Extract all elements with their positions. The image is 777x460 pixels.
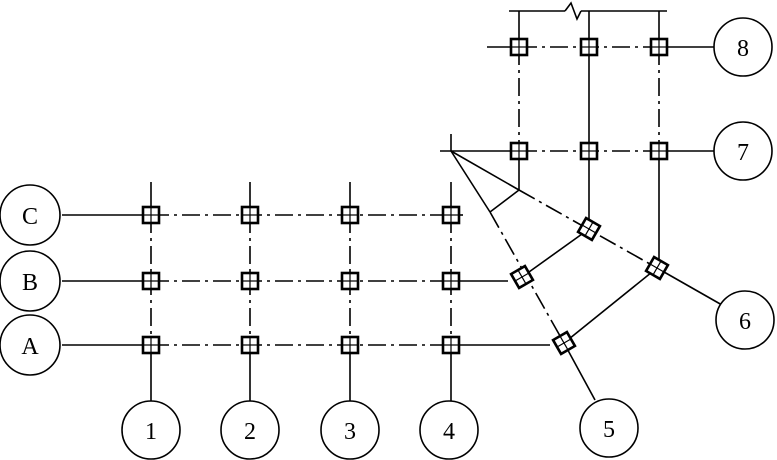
break-symbol	[564, 1, 582, 21]
axis-bubble-4: 4	[419, 400, 479, 460]
axis-label-1: 1	[145, 419, 157, 445]
column-a4	[441, 335, 461, 355]
axis-bubble-8: 8	[713, 17, 773, 77]
column-c4	[441, 205, 461, 225]
axis-bubble-5: 5	[579, 398, 639, 458]
column-8-mid	[579, 37, 599, 57]
axis-bubble-c: C	[0, 184, 61, 246]
column-b3	[340, 271, 360, 291]
axis-bubble-7: 7	[713, 121, 773, 181]
axis-bubble-a: A	[0, 314, 61, 376]
column-7-left	[509, 141, 529, 161]
column-6-a	[644, 255, 670, 281]
radial-line-6a	[450, 150, 520, 191]
axis-bubble-b: B	[0, 250, 61, 312]
column-c3	[340, 205, 360, 225]
column-a3	[340, 335, 360, 355]
radial-line-6-end	[656, 267, 723, 306]
axis-label-c: C	[22, 204, 38, 230]
column-8-right	[649, 37, 669, 57]
columns	[141, 37, 670, 356]
axis-label-4: 4	[443, 419, 455, 445]
column-a1	[141, 335, 161, 355]
radial-line-5a	[450, 150, 491, 213]
axis-bubble-6: 6	[715, 290, 775, 350]
axis-label-6: 6	[739, 309, 751, 335]
axis-bubble-1: 1	[121, 400, 181, 460]
column-c2	[240, 205, 260, 225]
diagonal-wing-lines	[450, 150, 723, 401]
connector-lower	[563, 267, 658, 344]
axis-label-8: 8	[737, 36, 749, 62]
left-wing-lines	[62, 182, 550, 402]
column-7-right	[649, 141, 669, 161]
column-c1	[141, 205, 161, 225]
column-a2	[240, 335, 260, 355]
connector-upper	[489, 189, 520, 213]
upper-right-wing-lines	[440, 1, 714, 268]
connector-middle	[521, 228, 590, 278]
axis-label-3: 3	[344, 419, 356, 445]
axis-bubble-2: 2	[220, 400, 280, 460]
column-b4	[441, 271, 461, 291]
column-b1	[141, 271, 161, 291]
column-5-b	[509, 264, 535, 290]
column-b2	[240, 271, 260, 291]
axis-bubbles: C B A 1 2 3 4 5	[0, 17, 775, 460]
column-8-left	[509, 37, 529, 57]
axis-label-5: 5	[603, 417, 615, 443]
radial-line-5-end	[563, 342, 596, 401]
axis-label-2: 2	[244, 419, 256, 445]
column-7-mid	[579, 141, 599, 161]
column-5-a	[551, 330, 577, 356]
axis-label-7: 7	[737, 140, 749, 166]
column-6-b	[576, 216, 602, 242]
axis-bubble-3: 3	[320, 400, 380, 460]
axis-label-b: B	[22, 270, 38, 296]
axis-label-a: A	[21, 334, 39, 360]
